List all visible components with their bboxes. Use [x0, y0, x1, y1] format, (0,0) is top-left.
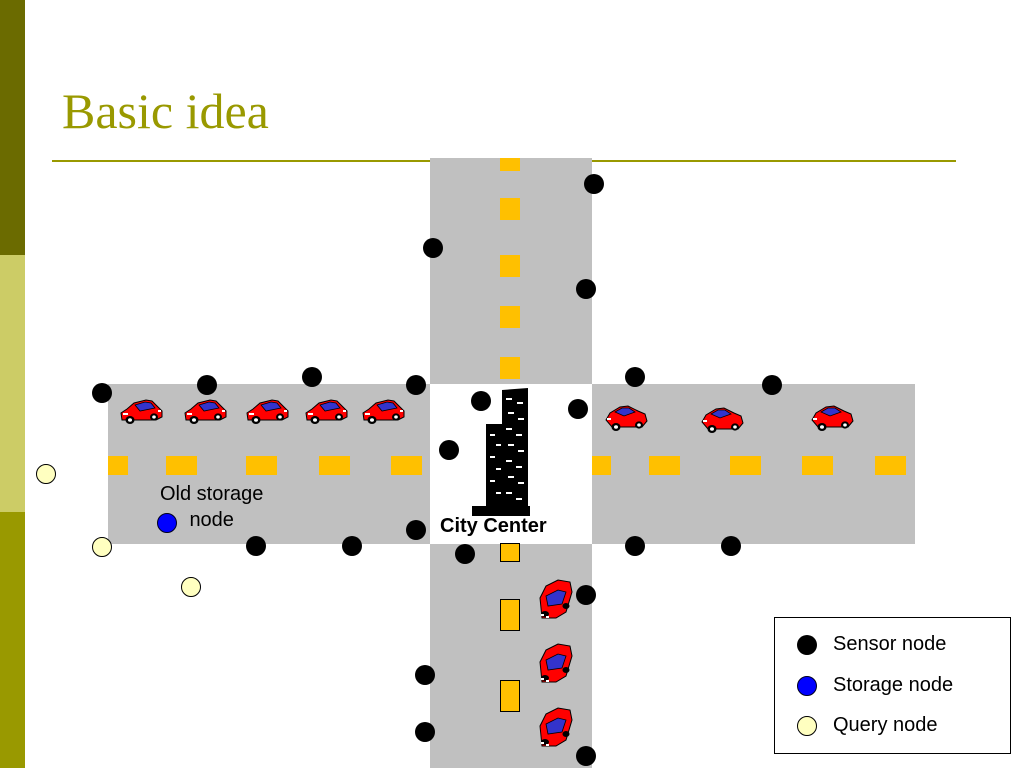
lane-marking — [500, 158, 520, 171]
sidebar-block-light — [0, 255, 25, 512]
storage-node — [157, 513, 177, 533]
sensor-node — [568, 399, 588, 419]
sensor-node — [406, 520, 426, 540]
sensor-node — [415, 722, 435, 742]
car-icon — [539, 579, 573, 619]
sensor-node — [625, 367, 645, 387]
car-icon — [539, 643, 573, 683]
sensor-node — [721, 536, 741, 556]
car-icon — [539, 707, 573, 747]
lane-marking — [500, 255, 520, 277]
sensor-node — [246, 536, 266, 556]
lane-marking — [500, 543, 520, 562]
lane-marking — [875, 456, 906, 475]
legend-label-storage: Storage node — [833, 674, 954, 696]
car-icon — [701, 407, 744, 434]
sensor-node — [576, 279, 596, 299]
legend-query-icon — [797, 716, 817, 736]
query-node — [181, 577, 201, 597]
city-center-building-icon — [472, 388, 530, 516]
sensor-node — [439, 440, 459, 460]
legend-storage-icon — [797, 676, 817, 696]
sidebar-stripe — [0, 0, 25, 768]
legend-label-sensor: Sensor node — [833, 633, 947, 655]
lane-marking — [500, 680, 520, 712]
lane-marking — [108, 456, 128, 475]
car-icon — [811, 405, 854, 432]
lane-marking — [500, 599, 520, 631]
query-node — [36, 464, 56, 484]
lane-marking — [592, 456, 611, 475]
lane-marking — [391, 456, 422, 475]
lane-marking — [500, 198, 520, 220]
sensor-node — [302, 367, 322, 387]
old-storage-node-label: Old storage node — [160, 481, 263, 533]
lane-marking — [649, 456, 680, 475]
sensor-node — [92, 383, 112, 403]
car-icon — [305, 399, 348, 425]
legend: Sensor node Storage node Query node — [774, 617, 1011, 754]
sensor-node — [197, 375, 217, 395]
sensor-node — [625, 536, 645, 556]
lane-marking — [500, 306, 520, 328]
city-center-label: City Center — [440, 515, 547, 537]
car-icon — [120, 399, 163, 425]
car-icon — [362, 399, 405, 425]
lane-marking — [730, 456, 761, 475]
sensor-node — [415, 665, 435, 685]
legend-sensor-icon — [797, 635, 817, 655]
sensor-node — [423, 238, 443, 258]
sensor-node — [471, 391, 491, 411]
lane-marking — [319, 456, 350, 475]
lane-marking — [802, 456, 833, 475]
sensor-node — [342, 536, 362, 556]
sensor-node — [576, 585, 596, 605]
lane-marking — [500, 357, 520, 379]
sensor-node — [762, 375, 782, 395]
sidebar-block-mid — [0, 512, 25, 768]
sensor-node — [455, 544, 475, 564]
legend-label-query: Query node — [833, 714, 938, 736]
car-icon — [246, 399, 289, 425]
sensor-node — [584, 174, 604, 194]
old-storage-label-line1: Old storage — [160, 483, 264, 505]
sensor-node — [576, 746, 596, 766]
sensor-node — [406, 375, 426, 395]
old-storage-label-line2: node — [189, 509, 234, 531]
slide-title: Basic idea — [62, 83, 269, 139]
sidebar-block-dark — [0, 0, 25, 255]
car-icon — [605, 405, 648, 432]
lane-marking — [166, 456, 197, 475]
car-icon — [184, 399, 227, 425]
lane-marking — [246, 456, 277, 475]
query-node — [92, 537, 112, 557]
